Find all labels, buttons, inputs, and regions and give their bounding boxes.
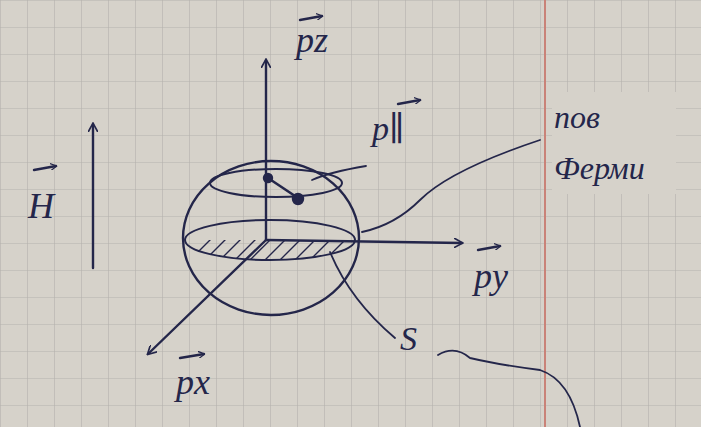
axis-pz xyxy=(265,60,267,240)
vector-mark xyxy=(180,354,204,358)
axis-px xyxy=(148,240,266,354)
leader-line xyxy=(330,252,395,338)
field-label: H xyxy=(28,188,54,224)
leader-line xyxy=(312,166,366,180)
axis-label: px xyxy=(176,364,210,400)
axis-label: pz xyxy=(296,22,328,58)
vector-mark xyxy=(478,246,500,250)
margin-line xyxy=(544,0,546,427)
field-arrow xyxy=(92,124,94,268)
surface-label: пов Ферми xyxy=(552,92,676,194)
vector-mark xyxy=(34,166,56,170)
axis-py xyxy=(266,240,462,243)
area-label: S xyxy=(400,322,417,356)
fermi-sphere xyxy=(183,161,359,315)
vector-mark xyxy=(398,100,420,104)
leader-line xyxy=(438,351,580,427)
vector-label: p∥ xyxy=(372,112,405,146)
leader-line xyxy=(362,140,540,232)
axis-label: py xyxy=(474,258,508,294)
dot xyxy=(293,194,303,204)
vector-mark xyxy=(300,16,322,20)
section-ellipse xyxy=(210,169,342,197)
dot xyxy=(264,174,272,182)
